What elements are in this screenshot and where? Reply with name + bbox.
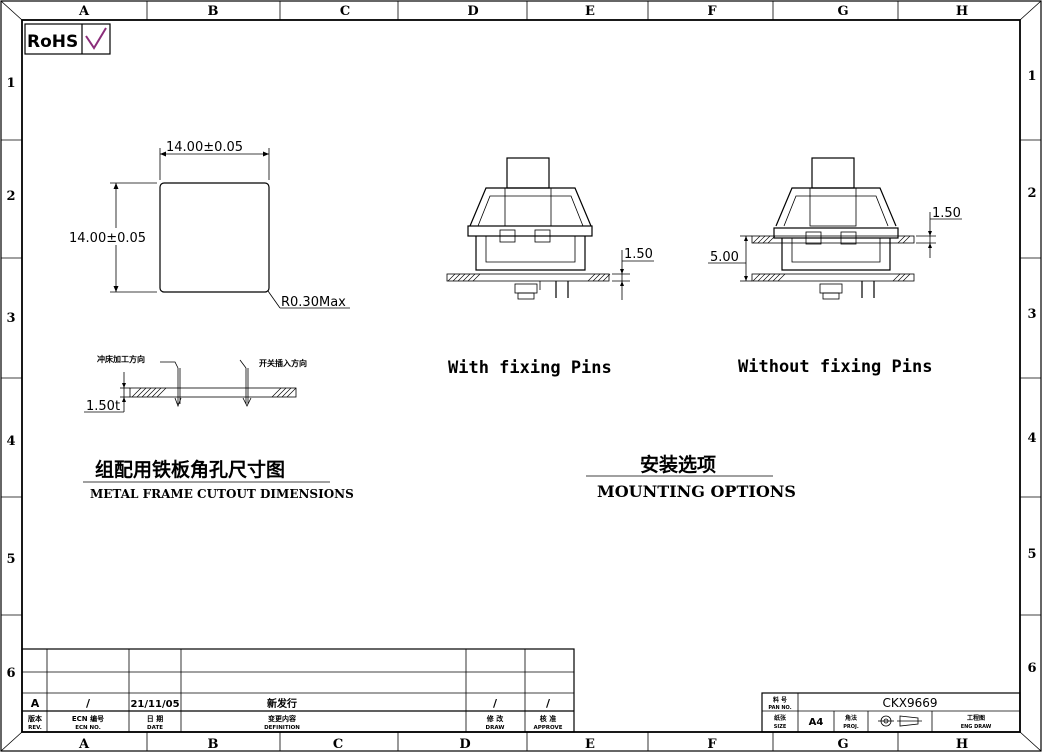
col-label: E xyxy=(585,4,595,19)
desc-label-en: DEFINITION xyxy=(264,725,300,731)
col-label: A xyxy=(78,4,90,19)
mounting-title: 安装选项 MOUNTING OPTIONS xyxy=(586,453,796,501)
draw-label-cn: 修 改 xyxy=(486,714,504,723)
desc-label-cn: 变更内容 xyxy=(268,714,296,723)
col-label: E xyxy=(585,737,595,752)
col-label: F xyxy=(707,737,717,752)
switch-without-pins: 1.50 5.00 Without fixing Pins xyxy=(708,157,962,377)
col-label: B xyxy=(208,4,219,19)
rohs-label: RoHS xyxy=(27,32,78,52)
without-pins-caption: Without fixing Pins xyxy=(738,357,932,377)
mounting-title-cn: 安装选项 xyxy=(640,453,716,476)
col-label: A xyxy=(78,737,90,752)
col-label: D xyxy=(467,4,478,19)
row-label: 5 xyxy=(1027,547,1036,562)
switch-with-pins: 1.50 With fixing Pins xyxy=(446,157,654,378)
date-label-cn: 日 期 xyxy=(147,714,163,723)
revision-table: A / 21/11/05 新发行 / / 版本 REV. ECN 编号 ECN … xyxy=(21,648,575,733)
cutout-title-en: METAL FRAME CUTOUT DIMENSIONS xyxy=(90,487,354,501)
row-label: 2 xyxy=(1027,186,1036,201)
row-label: 4 xyxy=(1027,431,1036,446)
column-labels-top: A B C D E F G H xyxy=(78,4,968,19)
col-label: H xyxy=(956,4,968,19)
ecn-value: / xyxy=(86,697,91,710)
rev-label-en: REV. xyxy=(28,725,42,731)
cutout-title-cn: 组配用铁板角孔尺寸图 xyxy=(95,458,285,481)
row-label: 1 xyxy=(1027,69,1036,84)
date-value: 21/11/05 xyxy=(130,699,179,710)
ecn-label-cn: ECN 编号 xyxy=(72,714,104,723)
punch-direction-label: 冲床加工方向 xyxy=(97,354,145,364)
row-label: 1 xyxy=(6,76,15,91)
with-pins-dim: 1.50 xyxy=(624,247,653,262)
row-label: 4 xyxy=(6,434,15,449)
draw-value: / xyxy=(493,697,498,710)
part-no-label-cn: 料 号 xyxy=(773,696,787,704)
col-label: H xyxy=(956,737,968,752)
plate-thickness-dim: 1.50t xyxy=(86,399,120,414)
row-label: 5 xyxy=(6,552,15,567)
title-block: 料 号 PAN NO. CKX9669 纸张 SIZE A4 角法 PROJ. … xyxy=(761,692,1021,733)
rohs-mark: RoHS xyxy=(24,23,111,55)
approve-label-en: APPROVE xyxy=(533,725,562,731)
row-label: 6 xyxy=(6,666,15,681)
cutout-drawing: 14.00±0.05 14.00±0.05 R0.30Max xyxy=(66,140,350,310)
row-label: 3 xyxy=(1027,307,1036,322)
draw-label-en: DRAW xyxy=(486,725,505,731)
size-label-en: SIZE xyxy=(774,724,787,730)
approve-value: / xyxy=(546,697,551,710)
col-label: G xyxy=(837,4,848,19)
rev-value: A xyxy=(31,697,40,710)
cutout-title: 组配用铁板角孔尺寸图 METAL FRAME CUTOUT DIMENSIONS xyxy=(83,458,354,501)
without-pins-dim-top: 1.50 xyxy=(932,206,961,221)
cutout-width-dim: 14.00±0.05 xyxy=(166,140,243,155)
eng-label-cn: 工程图 xyxy=(967,714,985,722)
paper-size: A4 xyxy=(809,717,824,728)
approve-label-cn: 核 准 xyxy=(540,714,556,723)
without-pins-dim-side: 5.00 xyxy=(710,250,739,265)
row-labels-right: 1 2 3 4 5 6 xyxy=(1027,69,1036,676)
size-label-cn: 纸张 xyxy=(774,714,787,722)
col-label: B xyxy=(208,737,219,752)
proj-label-en: PROJ. xyxy=(843,724,859,730)
col-label: C xyxy=(340,4,350,19)
rev-label-cn: 版本 xyxy=(28,714,42,723)
eng-label-en: ENG DRAW xyxy=(961,724,992,730)
checkmark-icon xyxy=(85,27,107,50)
cutout-height-dim: 14.00±0.05 xyxy=(69,231,146,246)
ecn-label-en: ECN NO. xyxy=(75,725,101,731)
mounting-title-en: MOUNTING OPTIONS xyxy=(597,482,796,501)
with-pins-caption: With fixing Pins xyxy=(448,358,612,378)
cutout-square xyxy=(159,182,270,293)
plate-section: 冲床加工方向 开关插入方向 1.50t xyxy=(84,354,307,414)
projection-symbol-icon xyxy=(878,715,922,727)
cutout-radius-dim: R0.30Max xyxy=(281,295,346,310)
col-label: C xyxy=(333,737,343,752)
row-label: 3 xyxy=(6,311,15,326)
row-label: 2 xyxy=(6,189,15,204)
description-value: 新发行 xyxy=(267,697,297,710)
row-label: 6 xyxy=(1027,661,1036,676)
proj-label-cn: 角法 xyxy=(845,714,857,722)
date-label-en: DATE xyxy=(147,725,163,731)
col-label: G xyxy=(837,737,848,752)
part-number: CKX9669 xyxy=(882,696,937,710)
col-label: D xyxy=(459,737,470,752)
col-label: F xyxy=(707,4,717,19)
part-no-label-en: PAN NO. xyxy=(768,705,791,711)
row-labels-left: 1 2 3 4 5 6 xyxy=(6,76,15,681)
column-labels-bottom: A B C D E F G H xyxy=(78,737,968,752)
insert-direction-label: 开关插入方向 xyxy=(259,358,307,368)
